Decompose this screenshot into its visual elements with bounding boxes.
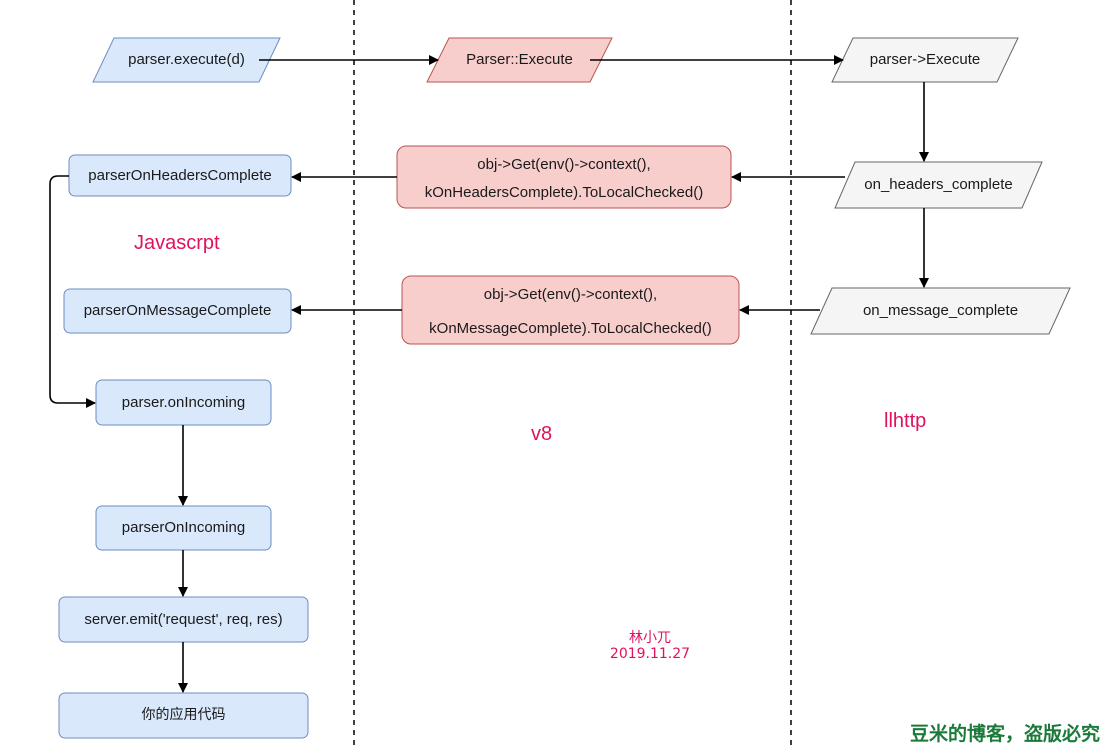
node-js-message-complete: parserOnMessageComplete bbox=[83, 302, 272, 319]
author-block: 林小兀 2019.11.27 bbox=[600, 630, 700, 662]
node-js-server-emit: server.emit('request', req, res) bbox=[84, 610, 283, 628]
region-label-v8: v8 bbox=[531, 423, 553, 445]
region-label-javascript: Javascrpt bbox=[134, 232, 220, 254]
node-on-headers-complete: on_headers_complete bbox=[864, 176, 1013, 193]
node-v8-message: obj->Get(env()->context(), kOnMessageCom… bbox=[402, 276, 739, 344]
node-js-app-code: 你的应用代码 bbox=[141, 707, 226, 724]
node-on-message-complete-shape bbox=[810, 287, 1071, 335]
node-js-parser-on-incoming-fn: parserOnIncoming bbox=[121, 519, 246, 536]
node-on-message-complete: on_message_complete bbox=[862, 302, 1019, 319]
node-v8-headers-line2: kOnHeadersComplete).ToLocalChecked() bbox=[424, 184, 704, 201]
node-js-parser-on-incoming: parser.onIncoming bbox=[121, 393, 246, 411]
node-parser-execute-d-shape bbox=[92, 37, 281, 83]
node-parser-execute-cpp-shape bbox=[426, 37, 613, 83]
node-v8-headers: obj->Get(env()->context(), kOnHeadersCom… bbox=[397, 146, 731, 208]
author-date: 2019.11.27 bbox=[609, 646, 691, 663]
node-parser-execute-cpp: Parser::Execute bbox=[466, 51, 573, 68]
node-on-headers-complete-shape bbox=[834, 161, 1043, 209]
node-parser-execute-d: parser.execute(d) bbox=[128, 51, 245, 68]
watermark: 豆米的博客，盗版必究 bbox=[910, 723, 1101, 745]
node-parser-execute-llhttp: parser->Execute bbox=[869, 51, 981, 68]
author-name: 林小兀 bbox=[629, 630, 671, 646]
node-v8-headers-line1: obj->Get(env()->context(), bbox=[477, 156, 651, 173]
node-js-app-code-shape bbox=[58, 692, 309, 739]
region-label-llhttp: llhttp bbox=[884, 410, 927, 432]
node-js-headers-complete: parserOnHeadersComplete bbox=[88, 166, 272, 184]
arrow-headers-to-on-incoming bbox=[49, 175, 96, 408]
node-v8-message-line2: kOnMessageComplete).ToLocalChecked() bbox=[429, 320, 712, 337]
node-v8-message-line1: obj->Get(env()->context(), bbox=[483, 286, 658, 303]
node-parser-execute-llhttp-shape bbox=[831, 37, 1019, 83]
